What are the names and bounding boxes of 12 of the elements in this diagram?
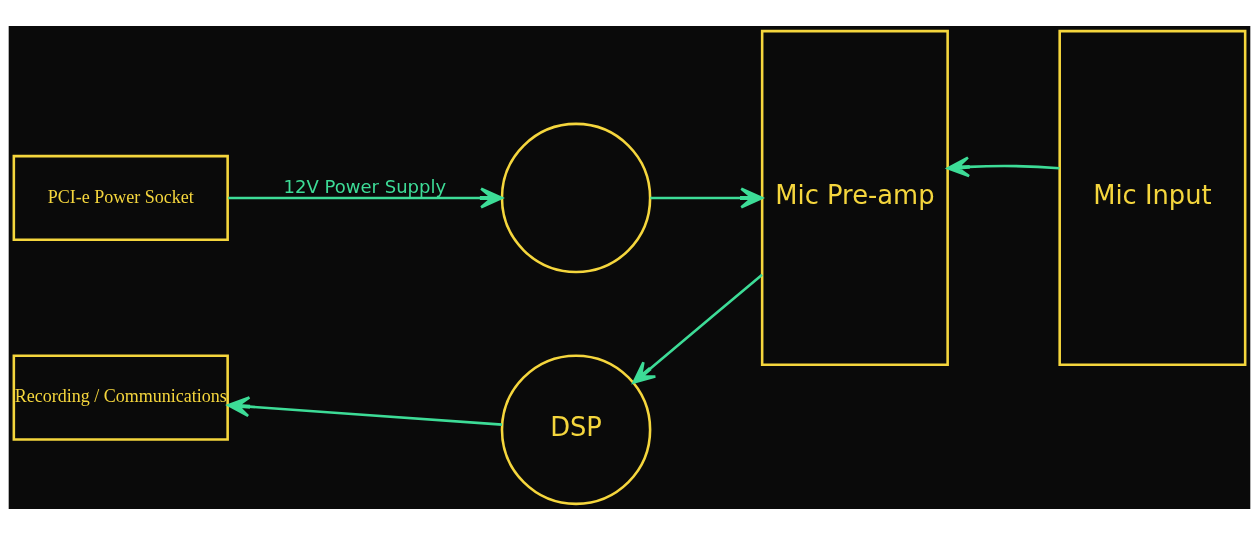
arrow <box>650 186 764 208</box>
edge-label: 12V Power Supply <box>283 175 447 197</box>
node-box: PCI-e Power Socket <box>12 154 229 241</box>
node-circle: DSP <box>500 353 652 505</box>
node-circle <box>500 122 652 273</box>
arrow <box>226 395 503 426</box>
node-box: Mic Pre-amp <box>760 29 949 366</box>
node-box: Mic Input <box>1058 29 1247 366</box>
arrow <box>946 155 1060 177</box>
arrow <box>632 273 763 384</box>
node-box: Recording / Communications <box>12 353 229 441</box>
arrow <box>228 186 504 208</box>
